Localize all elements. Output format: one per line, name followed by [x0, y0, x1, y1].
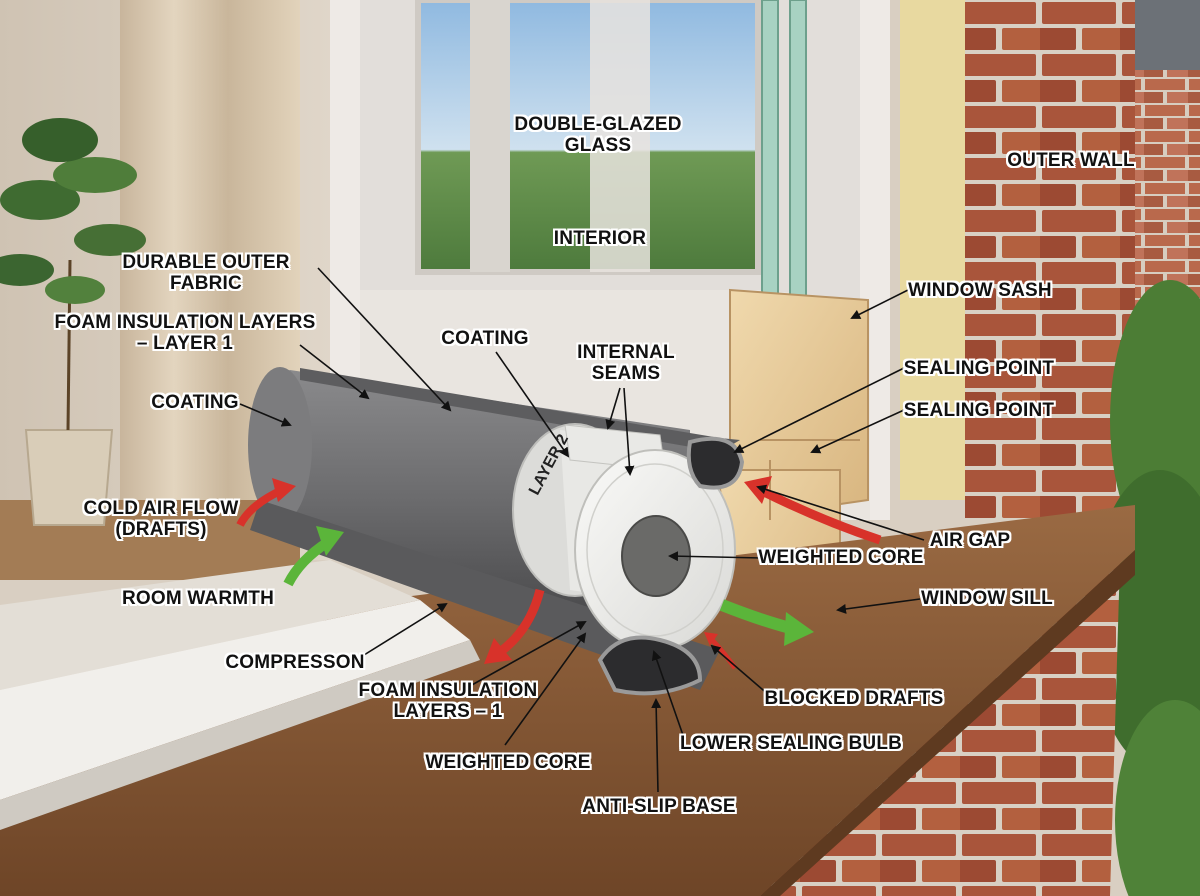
label-room-warmth: ROOM WARMTH — [121, 588, 275, 609]
draft-stopper — [248, 367, 745, 696]
label-coating-left: COATING — [151, 392, 239, 413]
label-window-sash: WINDOW SASH — [908, 280, 1052, 301]
wooden-sill — [0, 505, 1135, 896]
warm-air-blocked-arrow — [719, 599, 814, 646]
label-outer-wall: OUTER WALL — [1007, 150, 1135, 171]
leader-lines — [239, 267, 925, 793]
label-durable-outer-fabric: DURABLE OUTER FABRIC — [122, 252, 290, 294]
brick-wall — [965, 0, 1135, 520]
label-double-glazed-glass: DOUBLE-GLAZED GLASS — [514, 114, 682, 156]
label-window-sill: WINDOW SILL — [920, 588, 1053, 609]
label-weighted-core-bottom: WEIGHTED CORE — [425, 752, 591, 773]
label-anti-slip-base: ANTI-SLIP BASE — [582, 796, 736, 817]
potted-plant — [0, 118, 146, 526]
label-interior: INTERIOR — [553, 228, 647, 249]
label-blocked-drafts: BLOCKED DRAFTS — [764, 688, 944, 709]
wall-insulation — [900, 0, 970, 500]
label-cold-air-flow: COLD AIR FLOW (DRAFTS) — [83, 498, 239, 540]
label-internal-seams: INTERNAL SEAMS — [577, 342, 675, 384]
inner-sill — [0, 560, 480, 830]
label-coating-center: COATING — [441, 328, 529, 349]
label-foam-insulation-layer-1: FOAM INSULATION LAYERS – LAYER 1 — [54, 312, 316, 354]
label-air-gap: AIR GAP — [929, 530, 1011, 551]
label-lower-sealing-bulb: LOWER SEALING BULB — [679, 733, 903, 754]
cold-air-arrow-down — [484, 588, 545, 664]
label-weighted-core-right: WEIGHTED CORE — [758, 547, 924, 568]
cold-air-arrow-left — [236, 478, 296, 527]
room-warmth-arrow — [283, 526, 344, 587]
label-compression: COMPRESSON — [225, 652, 365, 673]
label-sealing-point-2: SEALING POINT — [903, 400, 1055, 421]
label-foam-insulation-layers-bottom: FOAM INSULATION LAYERS – 1 — [358, 680, 538, 722]
label-sealing-point-1: SEALING POINT — [903, 358, 1055, 379]
blocked-draft-arrow — [704, 632, 738, 670]
